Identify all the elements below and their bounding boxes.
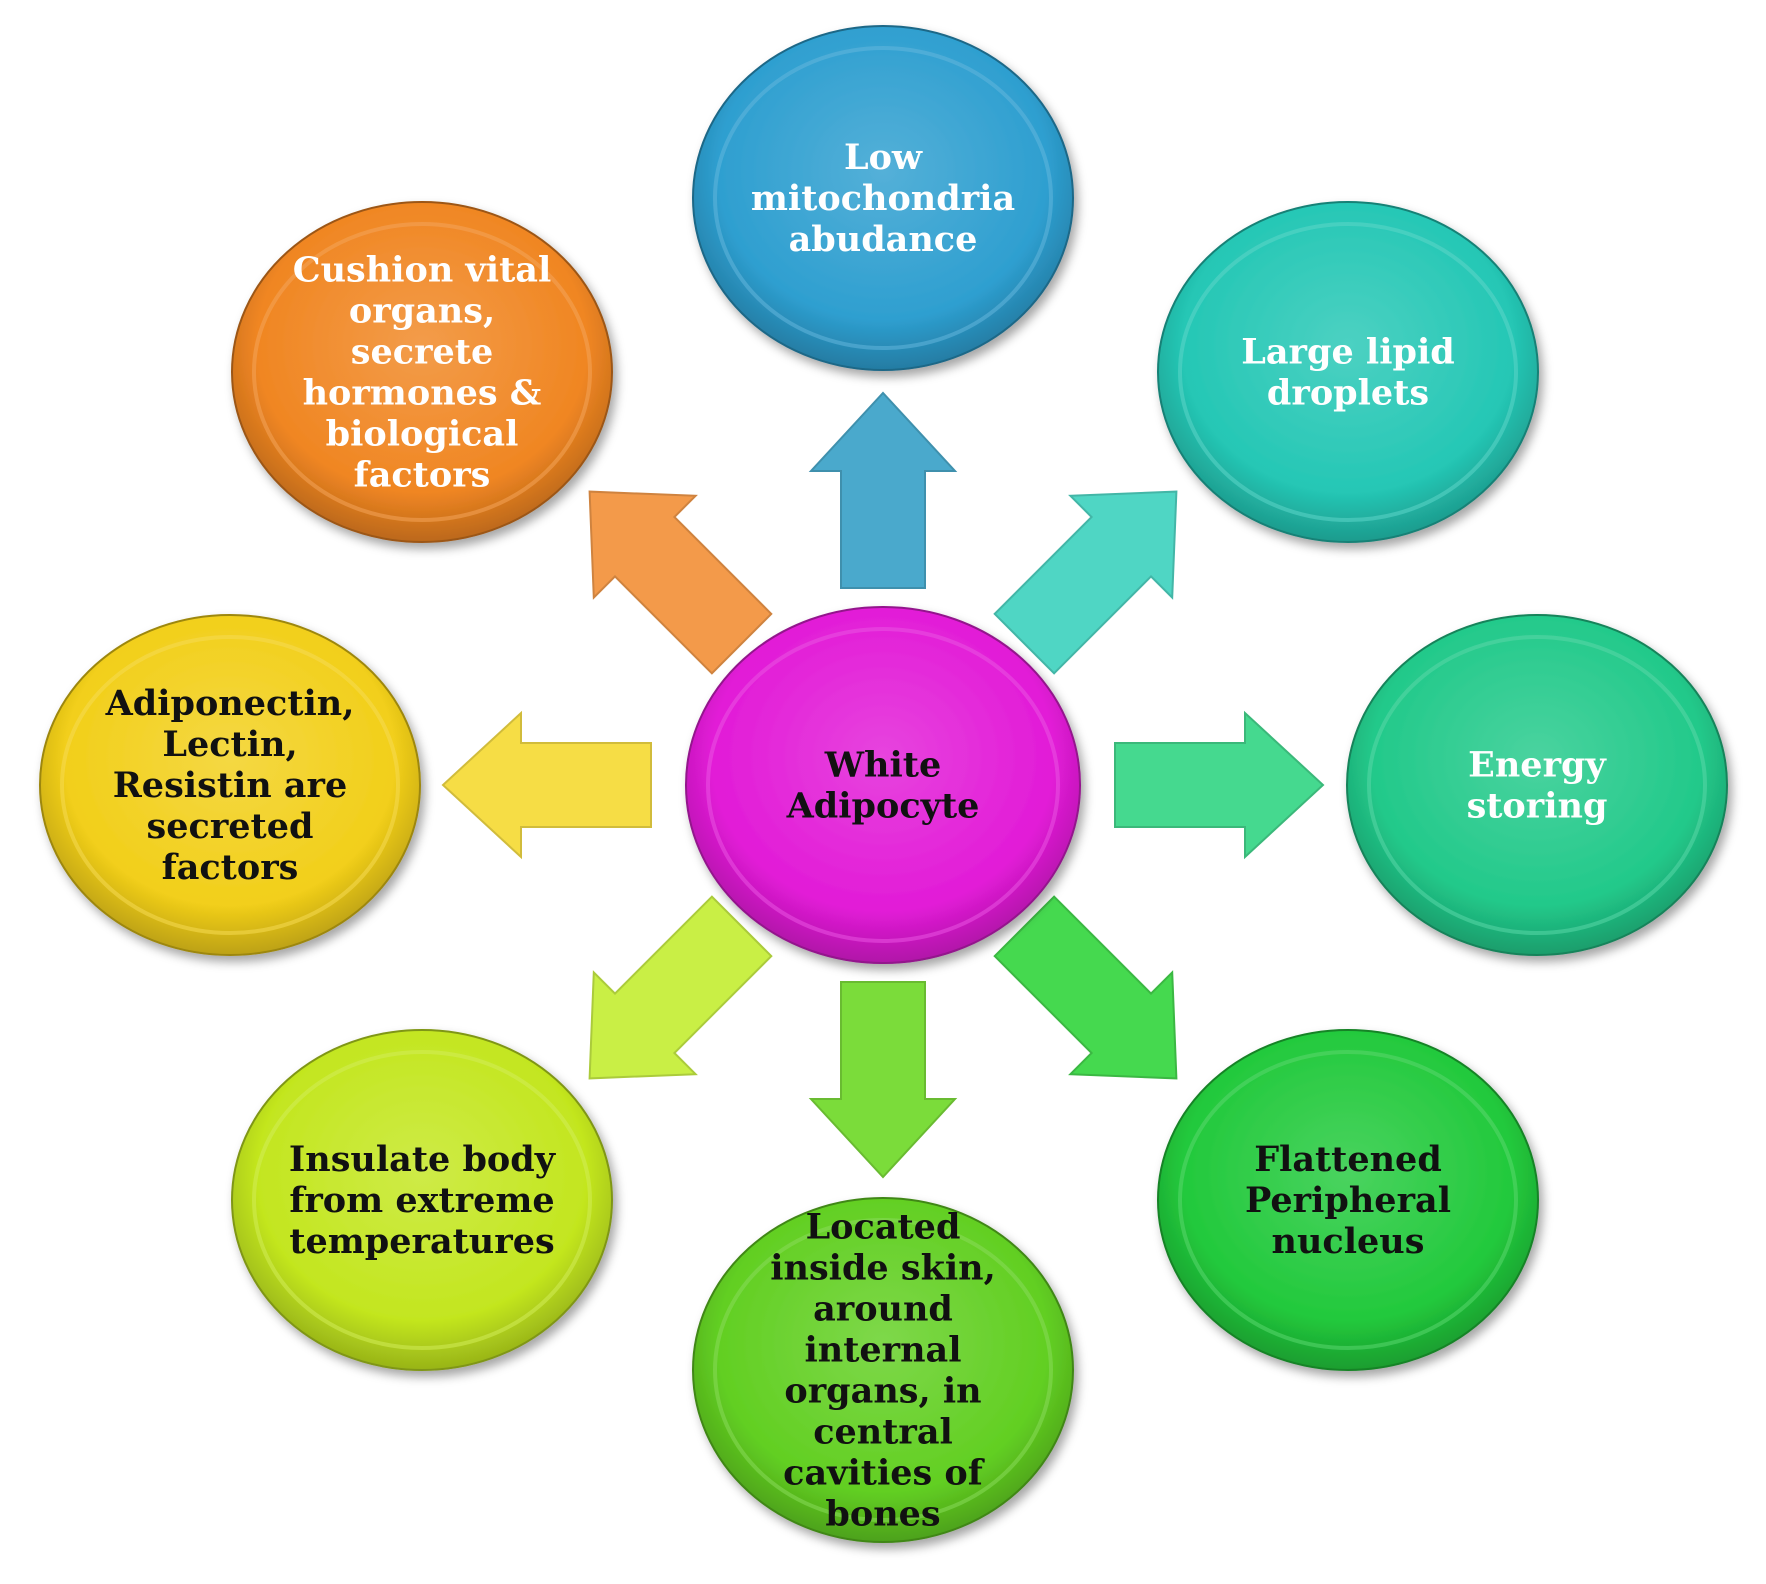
node-label-line: Resistin are (113, 765, 348, 806)
node-label-line: secreted (147, 806, 314, 847)
node-label-line: nucleus (1272, 1221, 1425, 1262)
arrow-up (808, 391, 958, 589)
node-circle (1157, 201, 1539, 543)
node-label-line: Low (844, 137, 923, 178)
node-label-line: Lectin, (162, 724, 297, 765)
node-bevel (1367, 635, 1707, 935)
node-label-line: Located (806, 1207, 961, 1248)
node-label-line: hormones & (303, 373, 542, 414)
node-label-line: temperatures (289, 1221, 554, 1262)
node-circle (1157, 1029, 1539, 1371)
arrow-up-left (588, 490, 773, 675)
node-label-line: around (813, 1289, 953, 1330)
node-label-line: Cushion vital (293, 250, 552, 291)
node-label-line: droplets (1267, 373, 1429, 414)
arrow-right (1114, 710, 1325, 860)
node-label-line: Large lipid (1241, 332, 1455, 373)
node-circle (231, 1029, 613, 1371)
node-label-line: secrete (351, 332, 493, 373)
node-bevel (713, 46, 1053, 350)
node-label-line: inside skin, (770, 1248, 996, 1289)
node-bevel (1178, 1050, 1518, 1350)
arrows-layer (441, 391, 1325, 1179)
node-bevel (252, 222, 592, 522)
node-label-line: Peripheral (1245, 1180, 1451, 1221)
node-label-line: Insulate body (289, 1139, 557, 1180)
node-label-line: biological (326, 414, 519, 455)
node-bevel (713, 1218, 1053, 1522)
node-label-line: Flattened (1254, 1139, 1442, 1180)
node-circle (1346, 614, 1728, 956)
node-label-line: bones (825, 1494, 940, 1535)
node-label-line: abudance (789, 219, 978, 260)
node-label-line: Adiponectin, (105, 683, 355, 724)
node-circle (692, 1197, 1074, 1543)
arrow-down (808, 981, 958, 1179)
node-circle (231, 201, 613, 543)
node-bevel (706, 627, 1060, 943)
node-secreted-factors: Adiponectin,Lectin,Resistin aresecretedf… (39, 614, 421, 956)
arrow-down-right (993, 895, 1178, 1080)
node-label-line: storing (1467, 786, 1608, 827)
node-label-line: organs, in (784, 1371, 981, 1412)
node-label-line: factors (162, 847, 299, 888)
node-circle (39, 614, 421, 956)
node-bevel (252, 1050, 592, 1350)
node-circle (685, 606, 1081, 964)
node-label-line: Adipocyte (786, 786, 980, 827)
node-bevel (1178, 222, 1518, 522)
node-label-line: organs, (349, 291, 495, 332)
node-label-line: factors (354, 455, 491, 496)
node-label-line: mitochondria (751, 178, 1015, 219)
arrow-down-left (588, 895, 773, 1080)
node-label-line: internal (804, 1330, 961, 1371)
node-circle (692, 25, 1074, 371)
node-label-line: central (813, 1412, 953, 1453)
node-label-line: White (824, 745, 941, 786)
node-label-line: from extreme (289, 1180, 554, 1221)
node-label-line: Energy (1468, 745, 1607, 786)
arrow-up-right (993, 490, 1178, 675)
arrow-left (441, 710, 652, 860)
node-label-line: cavities of (783, 1453, 985, 1494)
node-bevel (60, 635, 400, 935)
